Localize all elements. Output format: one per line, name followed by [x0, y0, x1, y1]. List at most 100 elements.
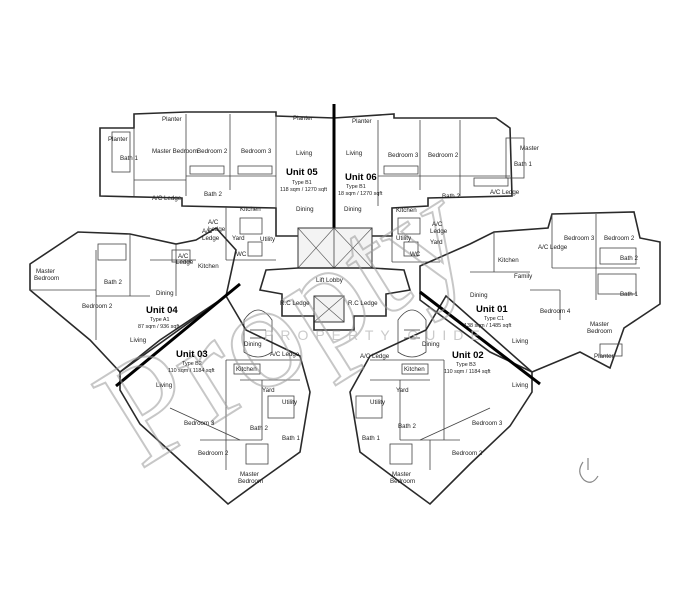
room-label: A/C: [208, 219, 219, 226]
room-label: Bath 1: [514, 161, 532, 168]
room-label: Bedroom: [34, 275, 59, 282]
room-label: Lift Lobby: [316, 277, 344, 284]
room-label: Bedroom 3: [564, 235, 595, 242]
room-label: Yard: [232, 235, 245, 242]
room-label: Bath 2: [398, 423, 416, 430]
unit-01-type: Type C1: [484, 316, 504, 322]
room-label: Living: [156, 382, 173, 389]
room-label: A/C Ledge: [538, 244, 568, 251]
room-label: A/C: [432, 221, 443, 228]
unit-03-area: 110 sqm / 1184 sqft: [168, 368, 215, 374]
room-label: Master: [520, 145, 539, 152]
room-label: Yard: [430, 239, 443, 246]
lift-core: [243, 227, 427, 358]
room-label: Bedroom 2: [428, 152, 459, 159]
unit-06-plan: [333, 113, 525, 263]
room-label: Ledge: [208, 226, 226, 233]
unit-02-type: Type B3: [456, 362, 476, 368]
unit-06-name: Unit 06: [345, 172, 377, 183]
room-label: Yard: [262, 387, 275, 394]
room-label: Dining: [422, 341, 440, 348]
unit-02-plan: [349, 294, 533, 506]
unit-06-type: Type B1: [346, 184, 366, 190]
room-label: Utility: [370, 399, 386, 406]
unit-04-room-labels: Master Bedroom Bedroom 2 Bath 2 A/C Ledg…: [34, 228, 220, 344]
room-label: Ledge: [176, 259, 194, 266]
divider-01-02: [419, 290, 541, 386]
room-label: Bedroom 2: [452, 450, 483, 457]
unit-02-area: 110 sqm / 1184 sqft: [444, 369, 491, 375]
room-label: Bedroom 3: [388, 152, 419, 159]
unit-05-name: Unit 05: [286, 167, 318, 178]
room-label: Master: [240, 471, 259, 478]
room-label: Bath 2: [442, 193, 460, 200]
unit-01-name: Unit 01: [476, 304, 508, 315]
room-label: Dining: [296, 206, 314, 213]
unit-05-room-labels: Planter Planter Planter Master Bedroom B…: [108, 115, 314, 258]
unit-03-name: Unit 03: [176, 349, 208, 360]
room-label: Living: [130, 337, 147, 344]
room-label: Kitchen: [198, 263, 219, 270]
unit-06-label: Unit 06 Type B1 18 sqm / 1270 sqft: [338, 172, 383, 197]
room-label: Utility: [260, 236, 276, 243]
room-label: Bath 1: [362, 435, 380, 442]
unit-02-name: Unit 02: [452, 350, 484, 361]
unit-01-room-labels: A/C Ledge Bedroom 3 Bedroom 2 Bath 2 Kit…: [470, 235, 638, 360]
room-label: Bedroom 2: [198, 450, 229, 457]
room-label: A/C Ledge: [152, 195, 182, 202]
unit-06-area: 18 sqm / 1270 sqft: [338, 191, 383, 197]
room-label: Living: [296, 150, 313, 157]
room-label: Bedroom 2: [197, 148, 228, 155]
room-label: Living: [512, 338, 529, 345]
unit-04-plan: [29, 226, 237, 374]
unit-05-type: Type B1: [292, 180, 312, 186]
watermark-subtext: PROPERTY GUIDE: [264, 327, 487, 343]
room-label: Kitchen: [404, 366, 425, 373]
room-label: Planter: [352, 118, 372, 125]
room-label: Bath 1: [620, 291, 638, 298]
room-label: A/C: [202, 228, 213, 235]
room-label: Bath 1: [120, 155, 138, 162]
unit-03-plan: [119, 294, 311, 506]
room-label: Master: [392, 471, 411, 478]
room-label: WC: [410, 251, 421, 258]
room-label: Bath 2: [204, 191, 222, 198]
room-label: Bedroom 3: [241, 148, 272, 155]
room-label: Master: [36, 268, 55, 275]
unit-02-label: Unit 02 Type B3 110 sqm / 1184 sqft: [444, 350, 491, 375]
room-label: Planter: [293, 115, 313, 122]
room-label: Utility: [282, 399, 298, 406]
room-label: Planter: [162, 116, 182, 123]
room-label: Dining: [156, 290, 174, 297]
room-label: Bath 1: [282, 435, 300, 442]
room-label: Bedroom 3: [472, 420, 503, 427]
room-label: Kitchen: [396, 207, 417, 214]
unit-03-type: Type B2: [182, 361, 202, 367]
room-label: Bedroom: [390, 478, 415, 485]
room-label: Bath 2: [620, 255, 638, 262]
room-label: A/C Ledge: [490, 189, 520, 196]
room-label: Bedroom 3: [184, 420, 215, 427]
room-label: Bedroom: [587, 328, 612, 335]
room-label: Planter: [108, 136, 128, 143]
room-label: R.C Ledge: [280, 300, 310, 307]
room-label: Yard: [396, 387, 409, 394]
unit-03-room-labels: Dining A/C Ledge Kitchen Living Yard Uti…: [156, 341, 300, 485]
unit-04-label: Unit 04 Type A1 87 sqm / 936 sqft: [138, 305, 180, 330]
room-label: Dining: [470, 292, 488, 299]
north-arrow-icon: [579, 458, 599, 483]
room-label: Bedroom: [238, 478, 263, 485]
room-label: Master Bedroom: [152, 148, 198, 155]
unit-04-type: Type A1: [150, 317, 169, 323]
room-label: Planter: [594, 353, 614, 360]
room-label: Ledge: [430, 228, 448, 235]
room-label: Living: [346, 150, 363, 157]
room-label: Master: [590, 321, 609, 328]
room-label: Living: [512, 382, 529, 389]
unit-04-area: 87 sqm / 936 sqft: [138, 324, 180, 330]
unit-05-label: Unit 05 Type B1 118 sqm / 1270 sqft: [280, 167, 327, 193]
room-label: Dining: [344, 206, 362, 213]
room-label: Utility: [396, 235, 412, 242]
room-label: Bath 2: [250, 425, 268, 432]
core-room-labels: Lift Lobby R.C Ledge R.C Ledge: [280, 277, 378, 307]
